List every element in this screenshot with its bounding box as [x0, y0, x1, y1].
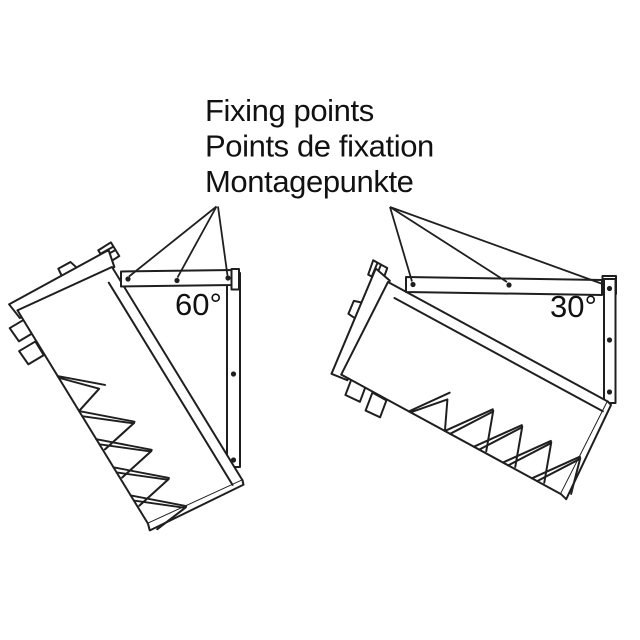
fixing-hole: [606, 285, 613, 292]
caption-line-en: Fixing points: [205, 93, 374, 128]
bracket-vertical-bar-holes: [230, 371, 237, 463]
bracket-vertical-bar-holes: [606, 285, 613, 395]
leader-lines-30: [389, 206, 605, 286]
caption-line-de: Montagepunkte: [205, 164, 414, 199]
fixing-hole: [174, 277, 180, 284]
leader-lines-60: [128, 205, 229, 278]
fixing-hole: [230, 457, 237, 463]
fixing-hole: [606, 389, 613, 395]
leader-line: [176, 206, 218, 278]
view-30-degrees: 30°: [310, 206, 623, 518]
fixing-hole: [506, 282, 512, 288]
leader-line: [389, 206, 508, 283]
bracket-horizontal-bar: [405, 276, 603, 296]
bracket-corner-cap: [230, 268, 240, 291]
fixing-hole: [606, 337, 613, 343]
angle-label-60: 60°: [175, 287, 222, 322]
bracket-horizontal-bar-holes: [125, 275, 231, 284]
fixing-hole: [125, 276, 131, 282]
fixing-hole: [230, 371, 237, 377]
bracket-horizontal-bar-holes: [410, 281, 512, 288]
fixing-hole: [225, 275, 231, 281]
leader-line: [389, 206, 413, 282]
view-60-degrees: 60°: [0, 205, 260, 541]
caption-line-fr: Points de fixation: [205, 129, 434, 164]
leader-line: [389, 206, 605, 286]
angle-label-30: 30°: [550, 289, 597, 324]
fixing-hole: [410, 281, 416, 288]
bracket-vertical-bar: [226, 272, 241, 468]
leader-line: [217, 206, 229, 276]
fixing-points-caption: Fixing points Points de fixation Montage…: [205, 93, 434, 199]
leader-line: [128, 205, 218, 278]
